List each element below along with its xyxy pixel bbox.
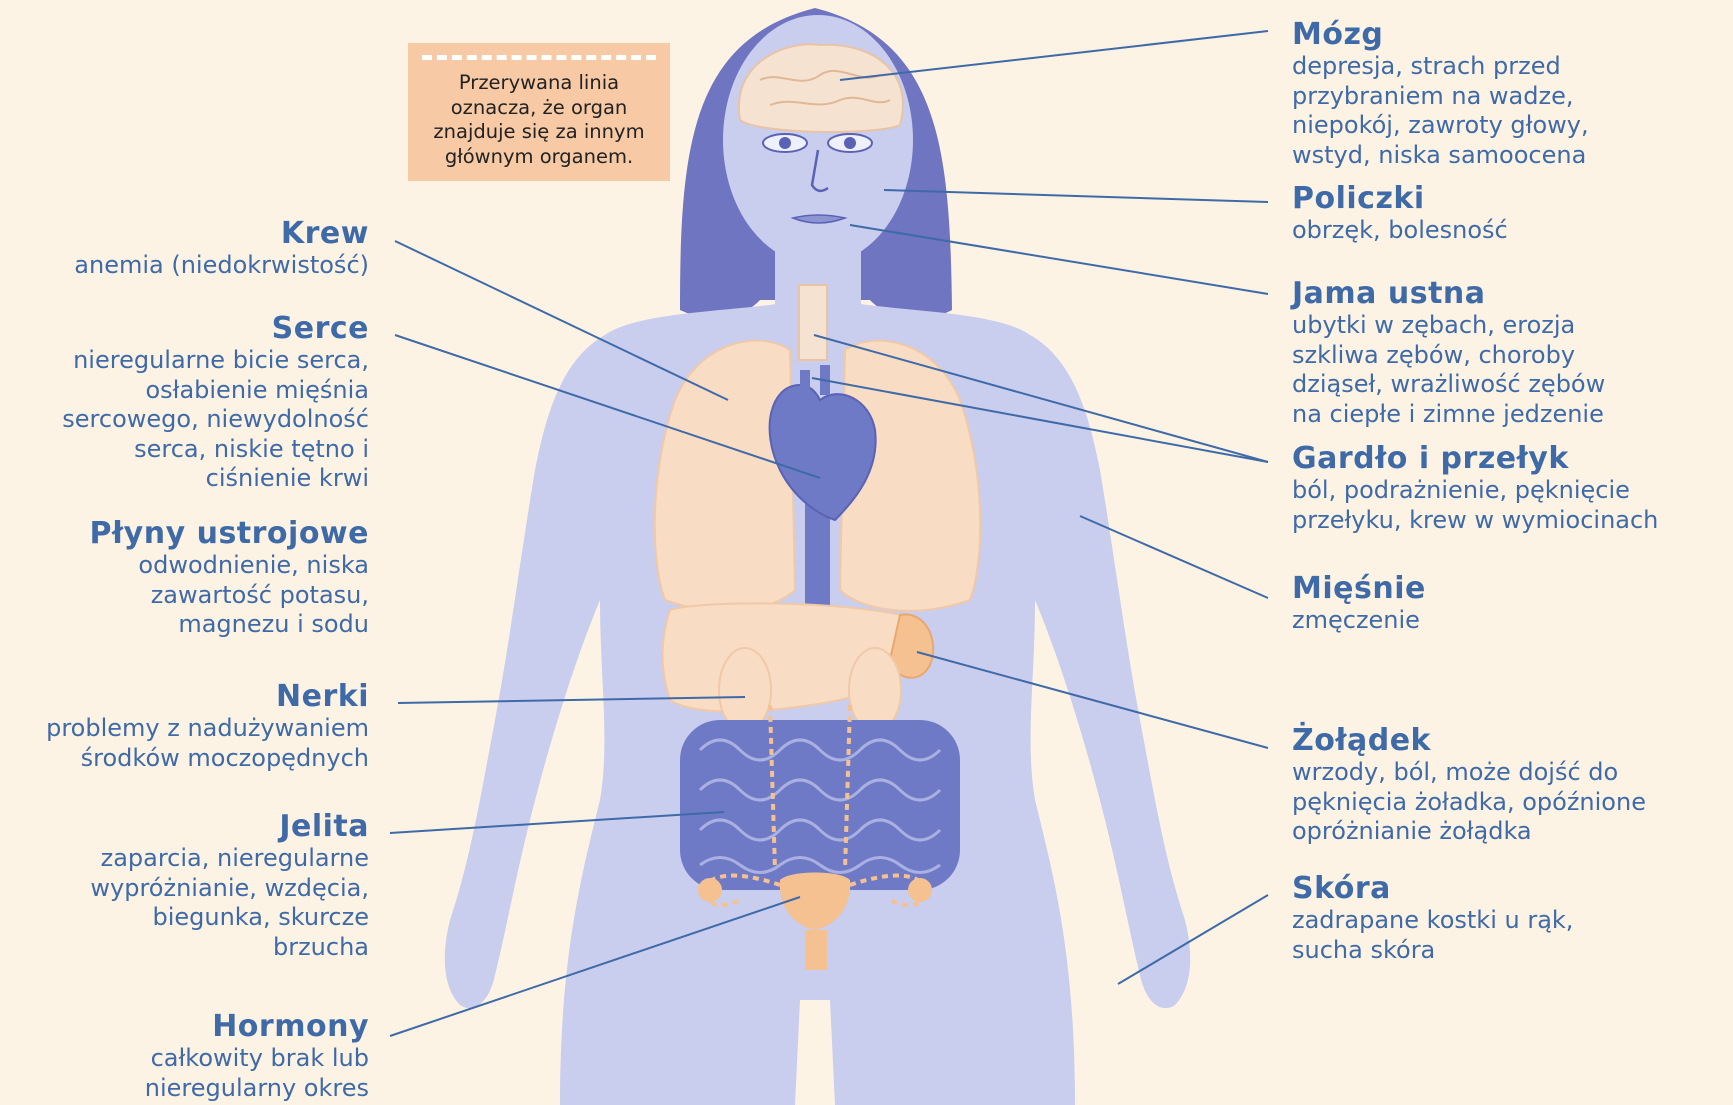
label-skora: Skóra zadrapane kostki u rąk, sucha skór… — [1292, 872, 1573, 965]
left-kidney — [719, 648, 771, 732]
label-title: Krew — [74, 217, 369, 251]
label-desc: całkowity brak lub nieregularny okres — [145, 1044, 369, 1103]
label-title: Jama ustna — [1292, 277, 1605, 311]
label-desc: obrzęk, bolesność — [1292, 216, 1508, 246]
label-title: Serce — [62, 312, 369, 346]
label-desc: odwodnienie, niska zawartość potasu, mag… — [90, 551, 369, 640]
label-title: Żołądek — [1292, 724, 1646, 758]
label-jama-ustna: Jama ustna ubytki w zębach, erozja szkli… — [1292, 277, 1605, 429]
legend-note-text: Przerywana linia oznacza, że organ znajd… — [414, 71, 664, 169]
dashed-line-sample — [422, 55, 656, 60]
label-miesnie: Mięśnie zmęczenie — [1292, 572, 1426, 636]
label-hormony: Hormony całkowity brak lub nieregularny … — [145, 1010, 369, 1103]
label-serce: Serce nieregularne bicie serca, osłabien… — [62, 312, 369, 494]
label-policzki: Policzki obrzęk, bolesność — [1292, 182, 1508, 246]
label-plyny-ustrojowe: Płyny ustrojowe odwodnienie, niska zawar… — [90, 517, 369, 640]
label-title: Skóra — [1292, 872, 1573, 906]
label-desc: depresja, strach przed przybraniem na wa… — [1292, 52, 1589, 170]
label-desc: ból, podrażnienie, pęknięcie przełyku, k… — [1292, 476, 1658, 535]
label-title: Nerki — [46, 680, 369, 714]
label-title: Hormony — [145, 1010, 369, 1044]
label-title: Mięśnie — [1292, 572, 1426, 606]
label-desc: nieregularne bicie serca, osłabienie mię… — [62, 346, 369, 494]
label-mozg: Mózg depresja, strach przed przybraniem … — [1292, 18, 1589, 170]
label-desc: ubytki w zębach, erozja szkliwa zębów, c… — [1292, 311, 1605, 429]
label-title: Gardło i przełyk — [1292, 442, 1658, 476]
right-kidney — [849, 648, 901, 732]
label-nerki: Nerki problemy z nadużywaniem środków mo… — [46, 680, 369, 773]
label-title: Jelita — [90, 810, 369, 844]
label-desc: anemia (niedokrwistość) — [74, 251, 369, 281]
label-gardlo-i-przelyk: Gardło i przełyk ból, podrażnienie, pękn… — [1292, 442, 1658, 535]
label-desc: problemy z nadużywaniem środków moczopęd… — [46, 714, 369, 773]
label-title: Płyny ustrojowe — [90, 517, 369, 551]
intestines — [680, 720, 960, 890]
label-krew: Krew anemia (niedokrwistość) — [74, 217, 369, 281]
label-desc: zadrapane kostki u rąk, sucha skóra — [1292, 906, 1573, 965]
label-jelita: Jelita zaparcia, nieregularne wypróżnian… — [90, 810, 369, 962]
label-desc: wrzody, ból, może dojść do pęknięcia żoł… — [1292, 758, 1646, 847]
label-title: Policzki — [1292, 182, 1508, 216]
label-title: Mózg — [1292, 18, 1589, 52]
label-zoladek: Żołądek wrzody, ból, może dojść do pękni… — [1292, 724, 1646, 847]
legend-note: Przerywana linia oznacza, że organ znajd… — [408, 43, 670, 181]
label-desc: zmęczenie — [1292, 606, 1426, 636]
trachea — [799, 285, 827, 360]
label-desc: zaparcia, nieregularne wypróżnianie, wzd… — [90, 844, 369, 962]
